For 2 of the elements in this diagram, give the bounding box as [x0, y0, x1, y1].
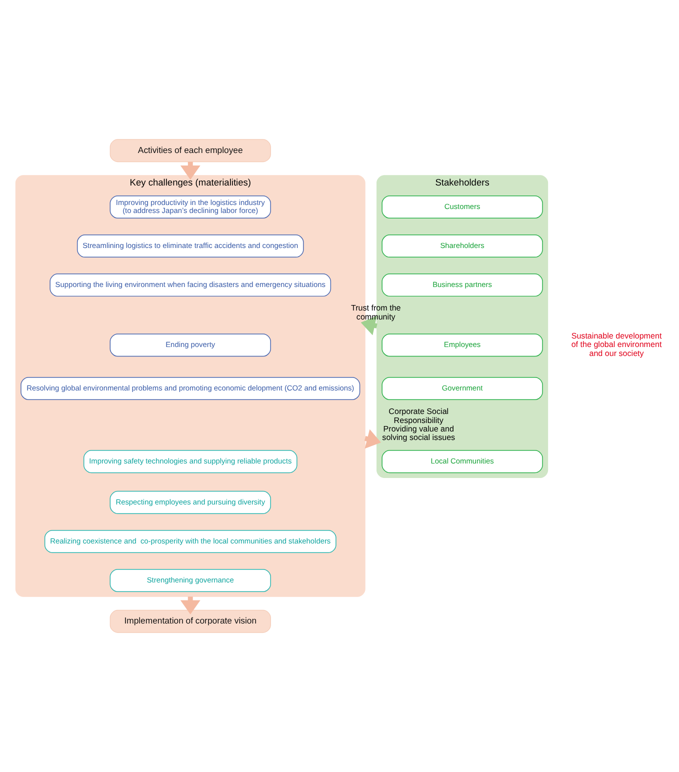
node-box: Implementation of corporate vision — [110, 610, 271, 633]
node-box: Activities of each employee — [110, 139, 271, 162]
